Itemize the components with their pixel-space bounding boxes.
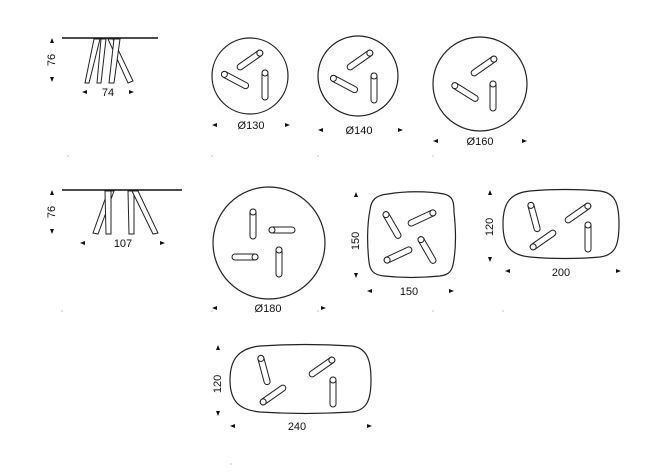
arrow-up-icon — [50, 190, 54, 195]
arrow-left-icon — [505, 269, 510, 273]
arrow-right-icon — [616, 269, 621, 273]
arrow-right-icon — [129, 90, 134, 94]
legs-top-view — [450, 54, 499, 112]
legs-top-view — [526, 201, 593, 253]
depth-label: 150 — [350, 232, 362, 250]
arrow-left-icon — [230, 424, 235, 428]
round-top-140: Ø140 — [317, 35, 403, 137]
table-outline — [502, 188, 620, 260]
arrow-right-icon — [367, 424, 372, 428]
arrow-down-icon — [354, 273, 358, 278]
grid-dots — [61, 155, 504, 465]
arrow-up-icon — [216, 345, 220, 350]
diameter-label: Ø140 — [346, 125, 373, 137]
table-legs — [84, 38, 134, 84]
arrow-right-icon — [522, 139, 527, 143]
round-top-180: Ø180 — [212, 186, 326, 315]
arrow-up-icon — [50, 38, 54, 43]
arrow-right-icon — [449, 289, 454, 293]
arrow-right-icon — [321, 306, 326, 310]
elevation-view-1: 76 74 — [46, 37, 158, 99]
length-dimension: 107 — [80, 238, 165, 250]
legs-top-view — [219, 48, 269, 101]
arrow-left-icon — [80, 241, 85, 245]
arrow-left-icon — [212, 123, 217, 127]
table-legs — [92, 190, 159, 235]
height-label: 76 — [46, 54, 58, 66]
length-dimension: 74 — [82, 87, 134, 99]
length-label: 74 — [102, 87, 114, 99]
arrow-down-icon — [50, 229, 54, 234]
square-top-150: 150 150 — [350, 191, 456, 298]
arrow-up-icon — [488, 190, 492, 195]
arrow-left-icon — [318, 128, 323, 132]
legs-top-view — [256, 354, 337, 408]
table-outline — [432, 36, 528, 132]
oval-top-200: 120 200 — [484, 188, 621, 279]
arrow-down-icon — [50, 77, 54, 82]
table-outline — [317, 35, 399, 117]
arrow-down-icon — [216, 411, 220, 416]
depth-label: 120 — [212, 375, 224, 393]
length-label: 107 — [114, 238, 132, 250]
table-outline — [211, 37, 289, 115]
legs-top-view — [328, 48, 378, 104]
width-label: 150 — [400, 286, 418, 298]
arrow-right-icon — [285, 123, 290, 127]
arrow-left-icon — [367, 289, 372, 293]
width-label: 240 — [288, 421, 306, 433]
round-top-160: Ø160 — [432, 36, 528, 148]
oval-top-240: 120 240 — [212, 343, 372, 433]
diameter-label: Ø160 — [467, 136, 494, 148]
legs-top-view — [231, 208, 296, 278]
depth-label: 120 — [484, 218, 496, 236]
arrow-right-icon — [160, 241, 165, 245]
arrow-left-icon — [82, 90, 87, 94]
elevation-view-2: 76 107 — [46, 189, 182, 250]
table-outline — [212, 186, 326, 300]
height-dimension: 76 — [46, 38, 58, 82]
height-label: 76 — [46, 206, 58, 218]
arrow-right-icon — [398, 128, 403, 132]
table-outline — [367, 191, 456, 279]
width-label: 200 — [552, 267, 570, 279]
arrow-up-icon — [354, 192, 358, 197]
table-outline — [229, 343, 372, 415]
height-dimension: 76 — [46, 190, 58, 234]
diameter-label: Ø180 — [255, 303, 282, 315]
legs-top-view — [381, 208, 438, 265]
arrow-left-icon — [212, 306, 217, 310]
diameter-label: Ø130 — [238, 120, 265, 132]
arrow-down-icon — [488, 257, 492, 262]
arrow-left-icon — [433, 139, 438, 143]
round-top-130: Ø130 — [211, 37, 290, 132]
